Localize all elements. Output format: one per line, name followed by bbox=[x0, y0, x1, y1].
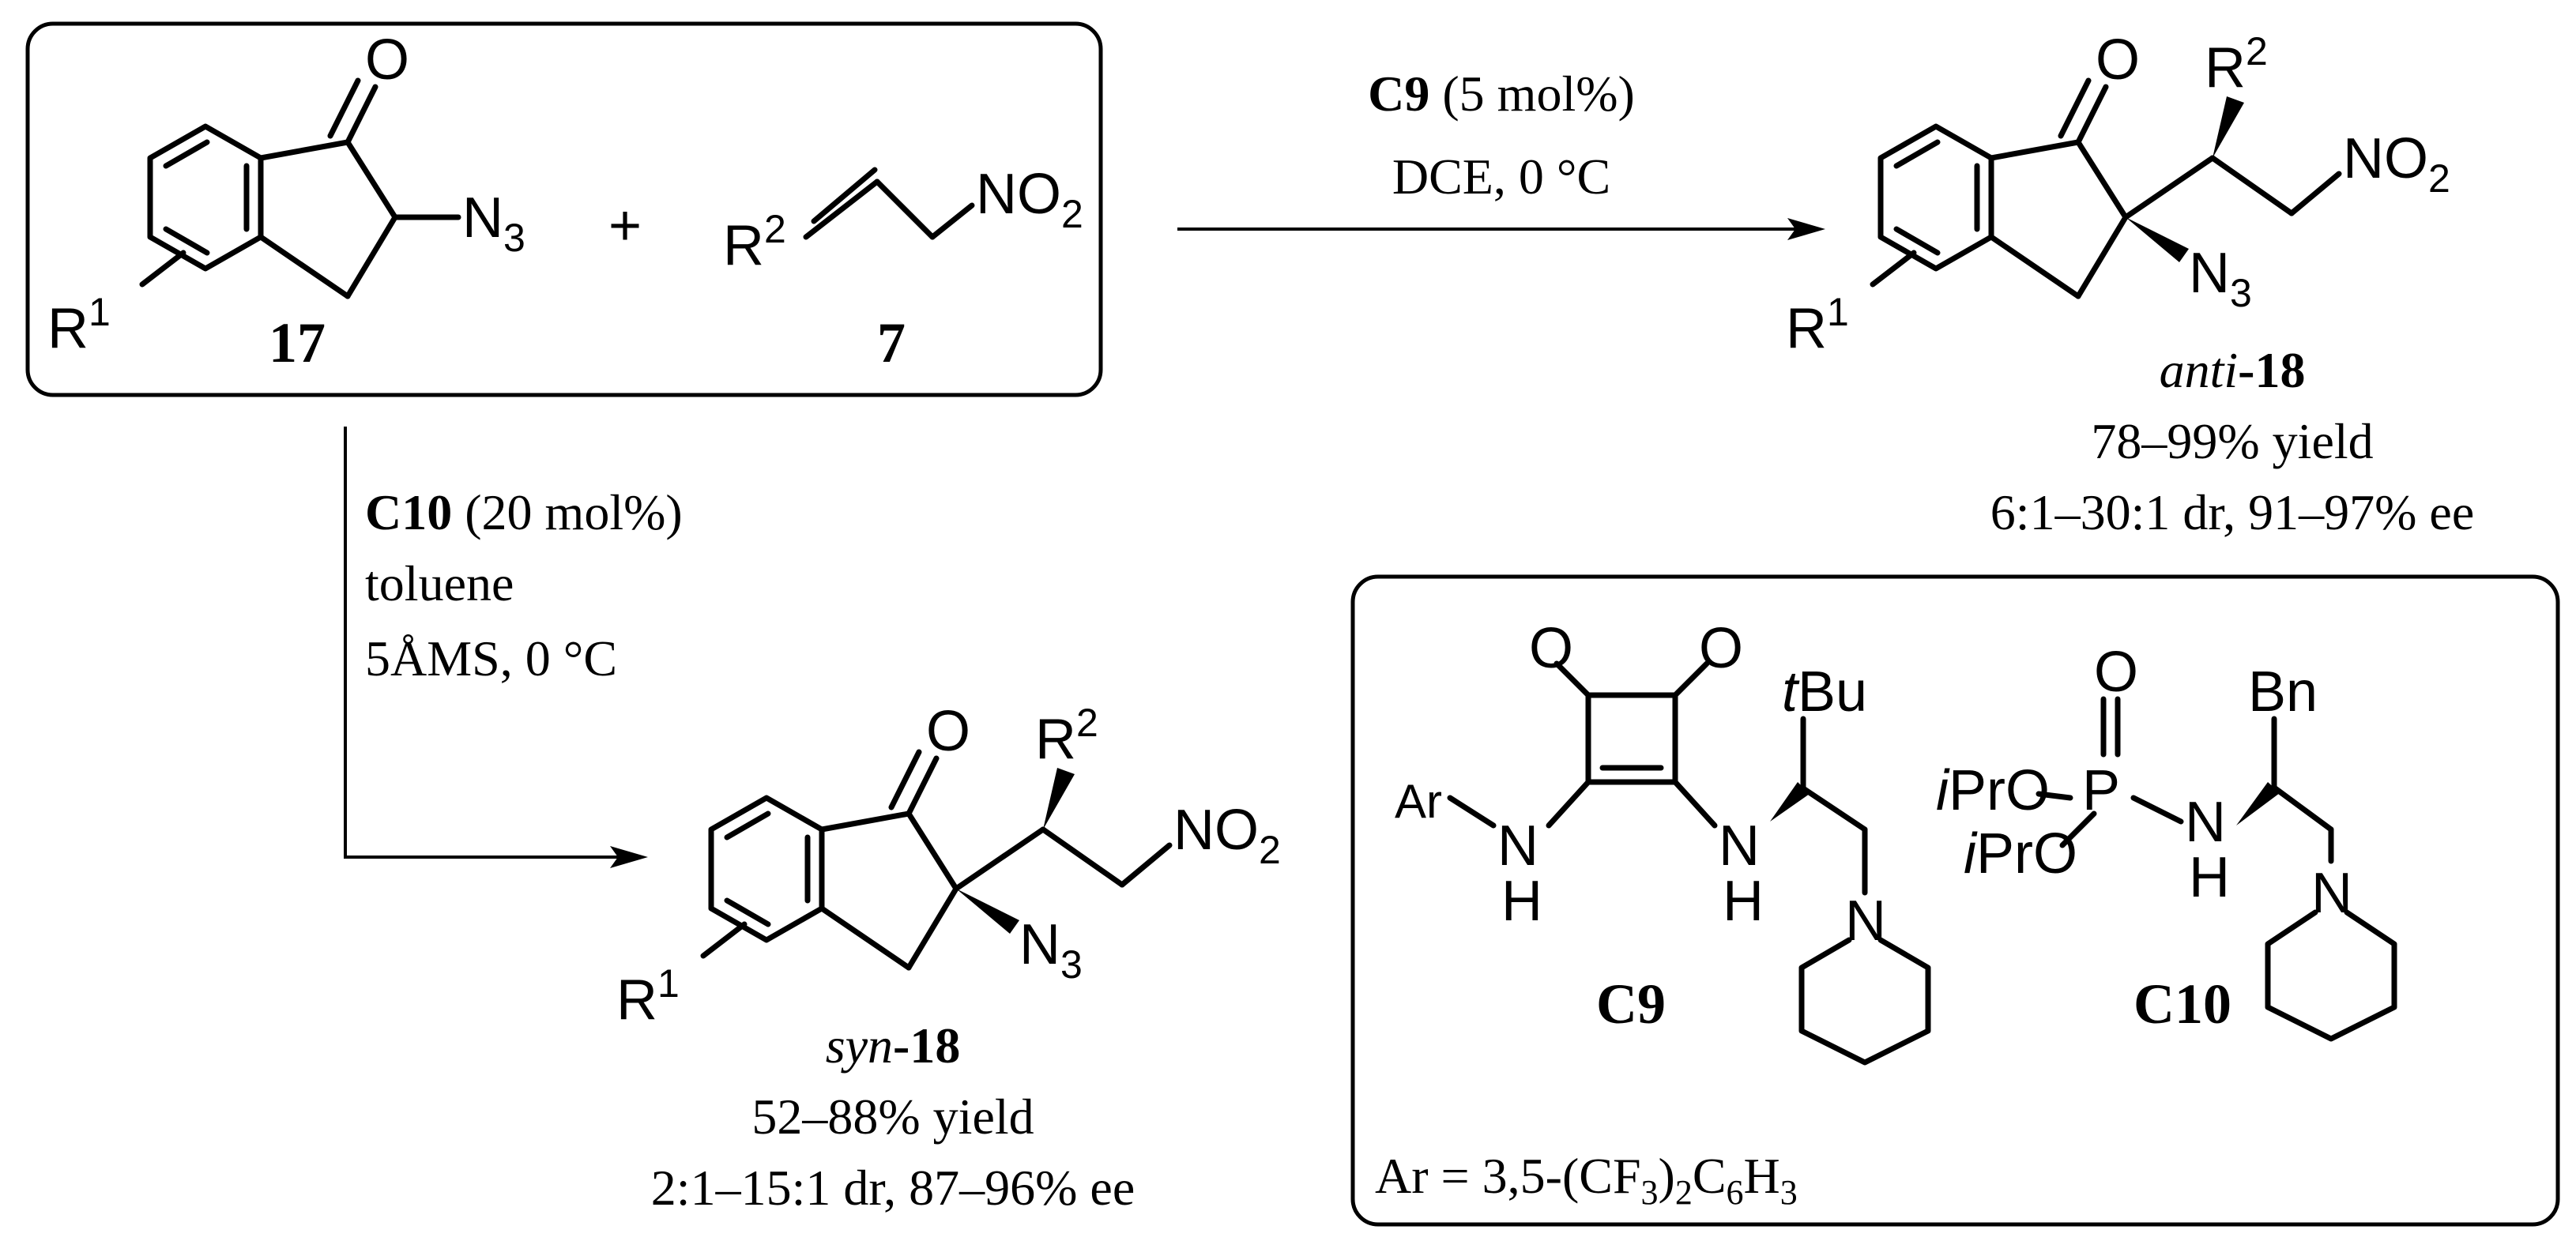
c10-bn-label: Bn bbox=[2248, 660, 2318, 724]
top-conditions: DCE, 0 °C bbox=[1392, 149, 1610, 205]
c9-h-right: H bbox=[1723, 870, 1764, 933]
c9-o-right: O bbox=[1699, 617, 1743, 680]
left-catalyst-line: C10(20 mol%) bbox=[365, 484, 683, 540]
c9-ar-label: Ar bbox=[1395, 775, 1442, 828]
anti-r1-label: R1 bbox=[1786, 290, 1849, 360]
c9-tbu-label: tBu bbox=[1782, 660, 1867, 724]
c10-h: H bbox=[2189, 846, 2230, 909]
c9-nh-right: N bbox=[1719, 814, 1760, 878]
anti-r2-label: R2 bbox=[2205, 29, 2268, 100]
c10-structure bbox=[2036, 696, 2397, 1042]
c17-r1-label: R1 bbox=[47, 290, 111, 360]
ar-definition: Ar = 3,5-(CF3)2C6H3 bbox=[1375, 1148, 1798, 1212]
c9-structure bbox=[1447, 660, 1931, 1066]
reactants-box bbox=[25, 21, 1103, 397]
compound-17-structure bbox=[139, 77, 461, 299]
syn-nitro-label: NO2 bbox=[1173, 799, 1281, 872]
c9-label: C9 bbox=[1596, 972, 1666, 1036]
left-solvent: toluene bbox=[365, 555, 514, 611]
syn-r2-label: R2 bbox=[1035, 701, 1098, 771]
c10-p-label: P bbox=[2082, 759, 2120, 822]
catalysts-box bbox=[1350, 574, 2560, 1227]
compound-17-number: 17 bbox=[269, 311, 326, 374]
c9-nh-left: N bbox=[1497, 814, 1538, 878]
c17-azide-label: N3 bbox=[462, 186, 525, 260]
anti-nitro-label: NO2 bbox=[2343, 127, 2450, 201]
anti-18-structure bbox=[1870, 77, 2342, 299]
syn-yield: 52–88% yield bbox=[751, 1089, 1034, 1145]
c9-h-left: H bbox=[1501, 870, 1542, 933]
c10-nh: N bbox=[2185, 791, 2226, 854]
plus-sign: + bbox=[608, 194, 642, 258]
anti-yield: 78–99% yield bbox=[2091, 413, 2373, 469]
c7-nitro-label: NO2 bbox=[976, 163, 1083, 236]
syn-18-name: syn-18 bbox=[826, 1017, 961, 1074]
c7-r2-label: R2 bbox=[723, 207, 786, 277]
left-conditions: 5ÅMS, 0 °C bbox=[365, 630, 617, 686]
anti-azide-label: N3 bbox=[2189, 242, 2252, 315]
compound-7-structure bbox=[803, 167, 975, 240]
c17-carbonyl-o: O bbox=[365, 28, 409, 92]
syn-r1-label: R1 bbox=[616, 961, 680, 1032]
anti-selectivity: 6:1–30:1 dr, 91–97% ee bbox=[1990, 484, 2474, 540]
left-reaction-arrow bbox=[344, 427, 632, 859]
syn-18-structure bbox=[700, 749, 1173, 971]
c10-label: C10 bbox=[2133, 972, 2231, 1036]
c9-piperidine-n: N bbox=[1845, 889, 1886, 953]
c10-o-double: O bbox=[2094, 641, 2138, 704]
top-catalyst-line: C9(5 mol%) bbox=[1368, 66, 1635, 122]
c10-ipro-top: iPrO bbox=[1936, 759, 2050, 822]
syn-azide-label: N3 bbox=[1019, 913, 1083, 987]
anti-18-name: anti-18 bbox=[2160, 342, 2306, 398]
anti-carbonyl-o: O bbox=[2096, 28, 2140, 92]
c9-o-left: O bbox=[1529, 617, 1573, 680]
compound-7-number: 7 bbox=[877, 311, 906, 374]
syn-selectivity: 2:1–15:1 dr, 87–96% ee bbox=[651, 1160, 1135, 1216]
c10-ipro-bottom: iPrO bbox=[1964, 822, 2077, 886]
c10-piperidine-n: N bbox=[2311, 862, 2352, 925]
syn-carbonyl-o: O bbox=[926, 700, 970, 763]
